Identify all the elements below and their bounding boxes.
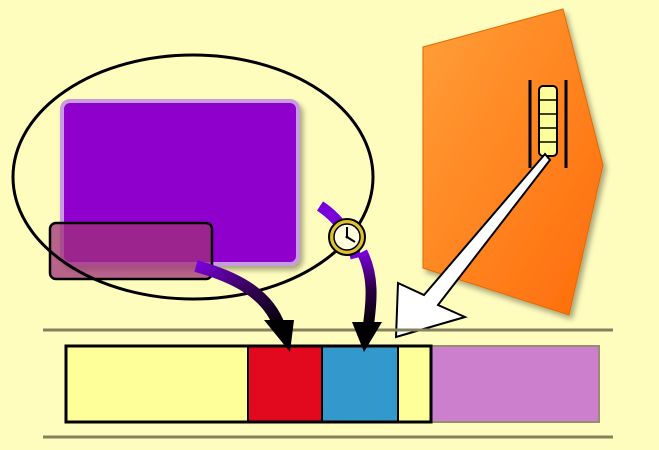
clock-icon [328,218,366,256]
queue-segment-lavender [430,345,600,423]
hollow-arrow [394,152,552,339]
orange-shape [422,8,604,316]
queue-segment-blue [321,345,399,423]
queue-bar-outline [64,344,433,424]
queue-segment-red [247,345,323,423]
stack-icon [528,80,568,168]
overlay-block [48,221,214,281]
selection-ellipse [11,53,375,301]
queue-segment-yellow-right [397,345,432,423]
queue-bar [64,344,600,424]
queue-segment-yellow-left [65,345,249,423]
curved-arrow-left [194,260,294,352]
